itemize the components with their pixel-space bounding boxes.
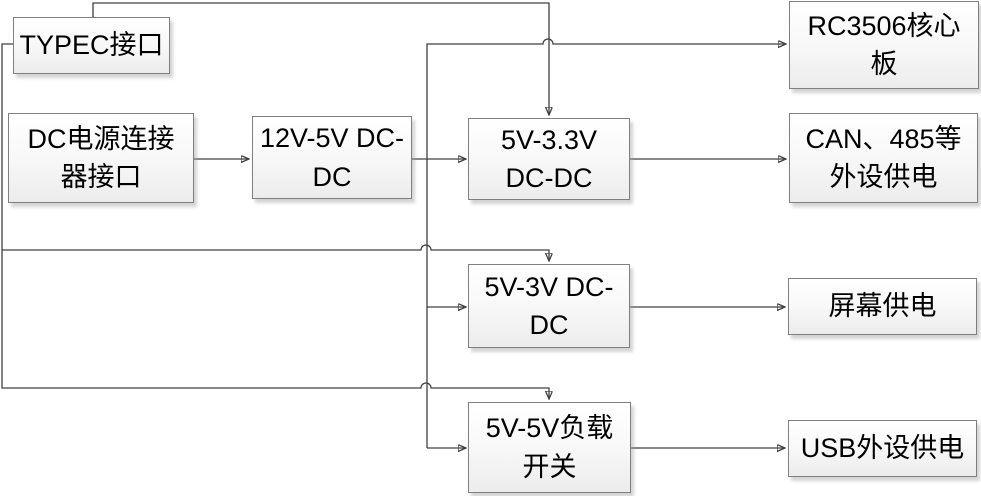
block-rc3506-label: RC3506核心 板 (807, 10, 961, 79)
block-can485-label: CAN、485等 外设供电 (805, 123, 962, 192)
block-usb-label: USB外设供电 (800, 433, 965, 464)
block-dc-connector-label: DC电源连接 器接口 (27, 123, 175, 192)
block-screen-label: 屏幕供电 (828, 291, 937, 322)
edge-typec-to-load-switch (1, 43, 549, 399)
block-typec-label: TYPEC接口 (19, 30, 164, 61)
block-rc3506: RC3506核心 板 (789, 1, 979, 89)
edge-rail-to-rc3506 (426, 38, 786, 448)
block-usb: USB外设供电 (788, 420, 977, 477)
edge-typec-to-dcdc-5v3v (2, 244, 549, 261)
block-dc-connector: DC电源连接 器接口 (8, 113, 194, 203)
block-typec: TYPEC接口 (13, 17, 170, 74)
block-dcdc-5v-3v3-label: 5V-3.3V DC-DC (500, 124, 598, 193)
block-load-switch: 5V-5V负载 开关 (468, 402, 631, 493)
block-dcdc-12v-5v-label: 12V-5V DC- DC (259, 123, 405, 192)
block-dcdc-5v-3v3: 5V-3.3V DC-DC (468, 118, 630, 200)
block-dcdc-5v-3v-label: 5V-3V DC- DC (484, 271, 614, 340)
block-load-switch-label: 5V-5V负载 开关 (485, 413, 614, 482)
block-can485: CAN、485等 外设供电 (789, 113, 978, 203)
block-dcdc-5v-3v: 5V-3V DC- DC (468, 264, 630, 348)
block-dcdc-12v-5v: 12V-5V DC- DC (252, 116, 412, 199)
block-screen: 屏幕供电 (788, 278, 977, 335)
